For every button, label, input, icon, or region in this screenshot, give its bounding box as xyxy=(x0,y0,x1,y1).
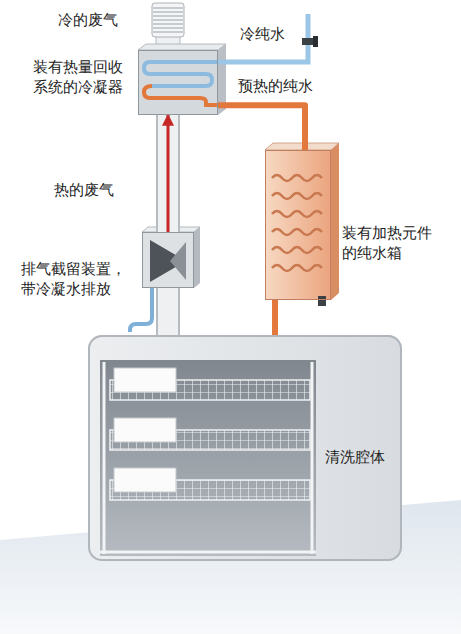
tray xyxy=(114,468,176,492)
flow-arrow xyxy=(167,115,170,232)
callout-label: 冷的废气 xyxy=(58,10,118,30)
exhaust-cap xyxy=(152,3,184,37)
valve xyxy=(318,296,326,306)
condenser-body xyxy=(138,50,218,115)
warm-coil xyxy=(144,86,218,105)
heating-coil xyxy=(272,211,322,217)
tank-side xyxy=(331,143,339,300)
tank-body xyxy=(265,150,331,300)
heating-coil xyxy=(272,193,322,199)
valve xyxy=(302,38,314,45)
heating-coil xyxy=(272,247,322,253)
condensate-drain xyxy=(130,288,152,332)
condenser-box: 装有热量回收系统的冷凝器 xyxy=(138,50,218,115)
heating-coil xyxy=(272,229,322,235)
component-label: 装有加热元件的纯水箱 xyxy=(342,223,438,264)
rack-frame xyxy=(100,362,316,554)
callout-label: 冷纯水 xyxy=(240,24,285,44)
cold-water-pipe xyxy=(218,14,308,62)
component-label: 排气截留装置，带冷凝水排放 xyxy=(21,259,129,300)
exhaust-trap-box: 排气截留装置，带冷凝水排放 xyxy=(142,232,194,288)
trap-side xyxy=(194,227,200,288)
pipe-connector xyxy=(158,288,178,335)
chamber-body xyxy=(88,335,402,561)
flow-label: 热的废气 xyxy=(52,180,116,200)
component-label: 装有热量回收系统的冷凝器 xyxy=(33,57,129,98)
wash-chamber-box: 清洗腔体 xyxy=(88,335,402,561)
cold-coil xyxy=(144,62,218,86)
pipe-casing xyxy=(156,288,180,335)
heating-coil xyxy=(272,265,322,271)
heating-coil xyxy=(272,175,322,181)
flow-label: 预热的纯水 xyxy=(236,76,315,96)
component-label: 清洗腔体 xyxy=(325,447,391,467)
tray xyxy=(114,368,176,392)
water-tank-box: 装有加热元件的纯水箱 xyxy=(265,150,331,300)
trap-body xyxy=(142,232,194,288)
pipe-casing xyxy=(156,115,180,232)
valve-knob xyxy=(313,36,318,47)
chamber-cavity xyxy=(100,360,316,556)
tray xyxy=(114,418,176,442)
trap-flap xyxy=(170,242,186,280)
pipe-connector xyxy=(218,105,305,150)
cap-ribs xyxy=(153,8,183,32)
pipe-connector xyxy=(272,300,278,335)
trap-flap xyxy=(150,240,186,282)
exhaust-pipe xyxy=(158,115,178,232)
